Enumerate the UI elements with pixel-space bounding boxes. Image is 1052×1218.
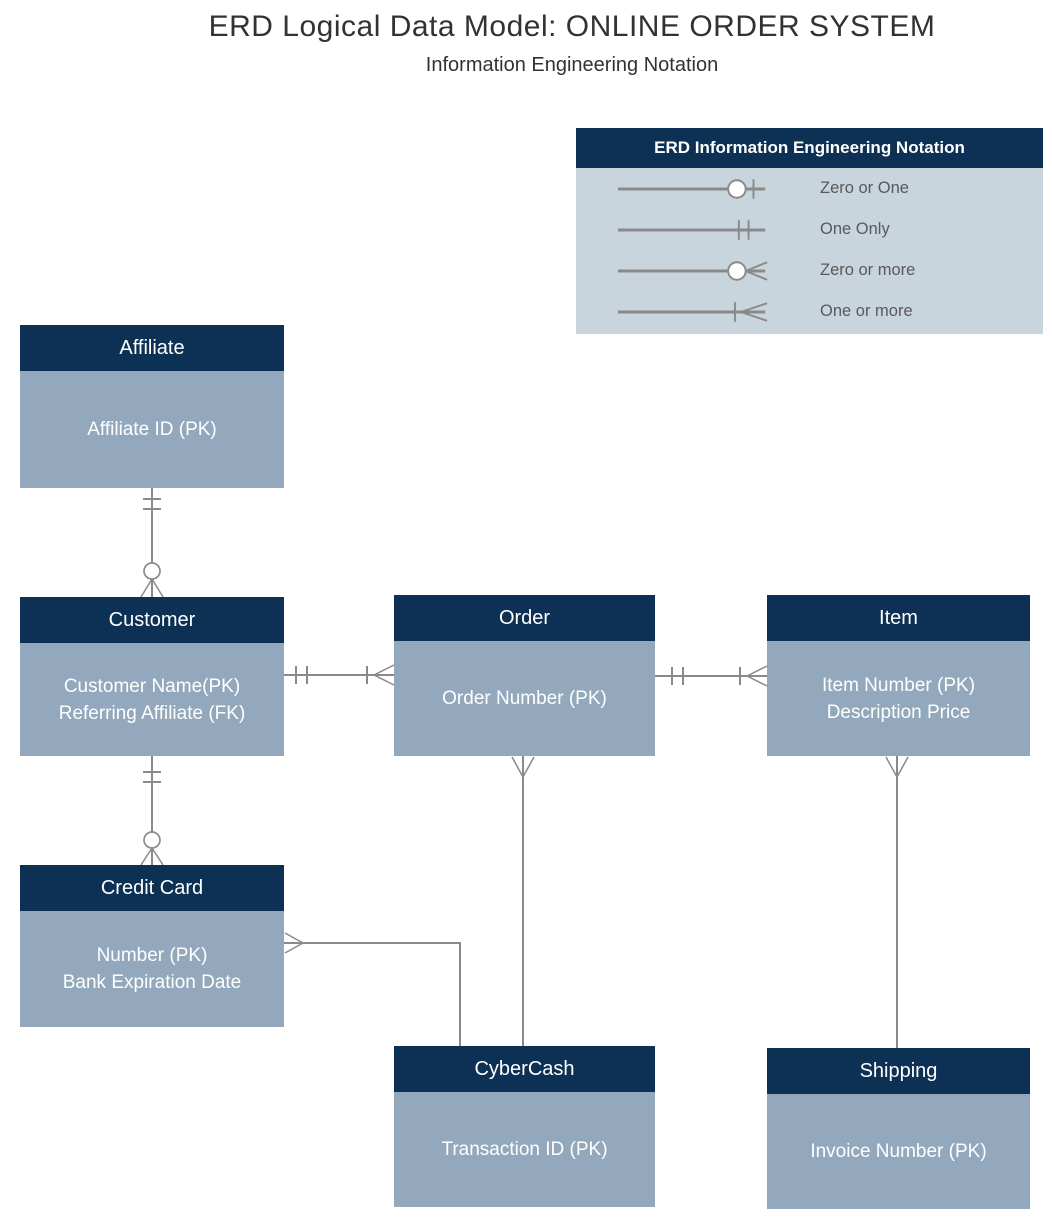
attribute: Affiliate ID (PK) <box>87 419 217 440</box>
legend-title: ERD Information Engineering Notation <box>576 128 1043 168</box>
attribute: Bank Expiration Date <box>62 972 242 993</box>
entity-title: Customer <box>20 597 284 643</box>
relationship-affiliate-customer <box>140 488 164 598</box>
one-or-more-symbol <box>617 301 768 322</box>
legend-item-label: Zero or One <box>820 179 909 197</box>
attribute: Referring Affiliate (FK) <box>58 702 246 724</box>
entity-attributes: Customer Name(PK) Referring Affiliate (F… <box>20 643 284 756</box>
legend-item-label: One Only <box>820 220 890 238</box>
entity-customer[interactable]: Customer Customer Name(PK) Referring Aff… <box>20 597 284 756</box>
attribute: Order Number (PK) <box>442 688 607 709</box>
relationship-order-cybercash <box>511 756 535 1046</box>
legend-body: Zero or One One Only <box>576 168 1043 334</box>
attribute: Customer Name(PK) <box>63 675 241 697</box>
legend-item: Zero or One <box>576 168 1043 209</box>
notation-legend: ERD Information Engineering Notation Zer… <box>576 128 1043 334</box>
legend-item: Zero or more <box>576 250 1043 291</box>
relationship-customer-order <box>284 664 395 686</box>
relationship-item-shipping <box>885 756 909 1048</box>
attribute: Item Number (PK) <box>821 674 976 696</box>
entity-title: Affiliate <box>20 325 284 371</box>
title-block: ERD Logical Data Model: ONLINE ORDER SYS… <box>92 10 1052 77</box>
legend-item-label: Zero or more <box>820 261 916 279</box>
relationship-creditcard-cybercash <box>284 932 461 1046</box>
entity-attributes: Number (PK) Bank Expiration Date <box>20 911 284 1027</box>
legend-item: One or more <box>576 291 1043 332</box>
entity-attributes: Order Number (PK) <box>394 641 655 756</box>
one-only-symbol <box>617 219 766 240</box>
attribute: Transaction ID (PK) <box>441 1139 608 1160</box>
entity-title: Shipping <box>767 1048 1030 1094</box>
entity-cybercash[interactable]: CyberCash Transaction ID (PK) <box>394 1046 655 1207</box>
entity-title: Credit Card <box>20 865 284 911</box>
entity-title: Order <box>394 595 655 641</box>
entity-attributes: Transaction ID (PK) <box>394 1092 655 1207</box>
zero-or-one-symbol <box>617 178 766 199</box>
entity-title: CyberCash <box>394 1046 655 1092</box>
entity-credit-card[interactable]: Credit Card Number (PK) Bank Expiration … <box>20 865 284 1027</box>
diagram-title: ERD Logical Data Model: ONLINE ORDER SYS… <box>208 10 936 43</box>
attribute: Invoice Number (PK) <box>810 1141 987 1162</box>
zero-or-more-symbol <box>617 260 768 281</box>
legend-item: One Only <box>576 209 1043 250</box>
attribute: Number (PK) <box>96 945 208 966</box>
entity-order[interactable]: Order Order Number (PK) <box>394 595 655 756</box>
legend-item-label: One or more <box>820 302 913 320</box>
entity-affiliate[interactable]: Affiliate Affiliate ID (PK) <box>20 325 284 488</box>
entity-attributes: Affiliate ID (PK) <box>20 371 284 488</box>
entity-item[interactable]: Item Item Number (PK) Description Price <box>767 595 1030 756</box>
entity-title: Item <box>767 595 1030 641</box>
attribute: Description Price <box>826 701 971 723</box>
relationship-customer-creditcard <box>140 756 164 866</box>
entity-attributes: Item Number (PK) Description Price <box>767 641 1030 756</box>
entity-shipping[interactable]: Shipping Invoice Number (PK) <box>767 1048 1030 1209</box>
entity-attributes: Invoice Number (PK) <box>767 1094 1030 1209</box>
diagram-subtitle: Information Engineering Notation <box>425 54 719 76</box>
relationship-order-item <box>655 665 768 687</box>
